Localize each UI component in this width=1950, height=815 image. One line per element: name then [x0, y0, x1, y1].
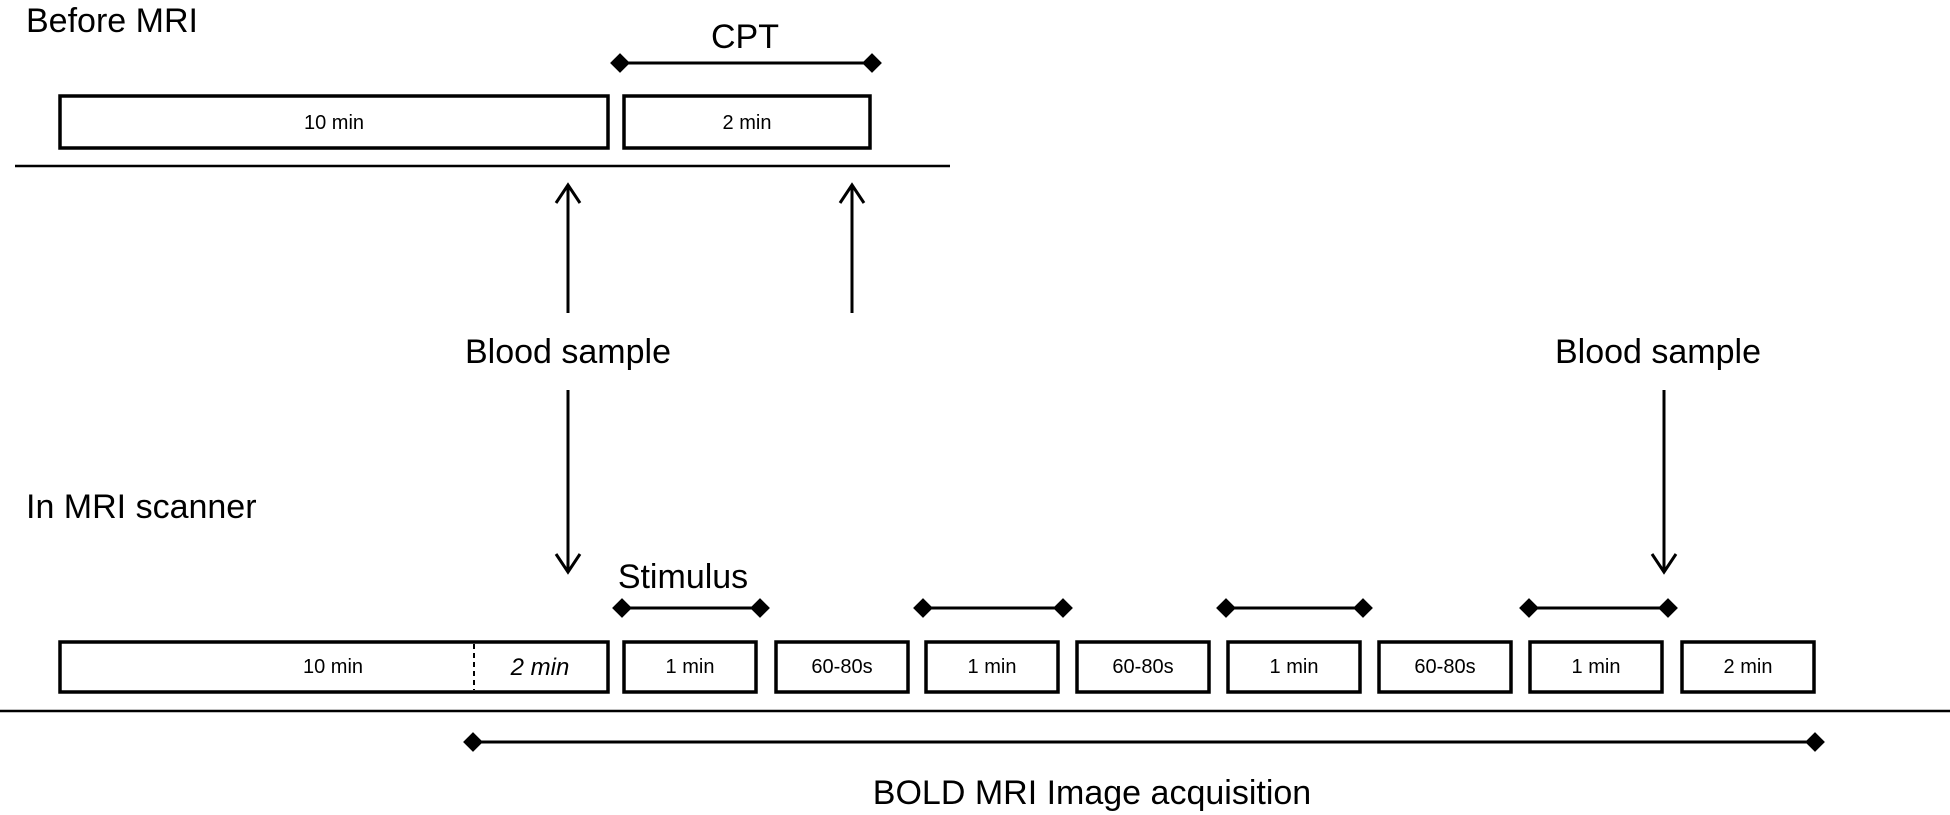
scanner-box-5: 1 min [1226, 640, 1362, 694]
scanner-box-3: 1 min [924, 640, 1060, 694]
scanner-box-baseline: 10 min 2 min [58, 640, 610, 694]
stimulus-bracket-4 [1519, 598, 1678, 618]
stimulus-bracket-1 [612, 598, 770, 618]
cpt-bracket-end-marker [862, 53, 882, 73]
stimulus-bracket-3 [1216, 598, 1373, 618]
scanner-box-baseline-left-label: 10 min [303, 656, 363, 678]
acquisition-label: BOLD MRI Image acquisition [873, 774, 1311, 812]
stimulus-label: Stimulus [618, 558, 748, 596]
scanner-box-3-label: 1 min [968, 656, 1017, 678]
scanner-box-baseline-right-label: 2 min [510, 654, 570, 681]
blood-sample-up-arrow-1 [554, 182, 582, 313]
scanner-box-5-label: 1 min [1270, 656, 1319, 678]
scanner-box-1: 1 min [622, 640, 758, 694]
in-mri-scanner-heading: In MRI scanner [26, 488, 257, 526]
scanner-box-1-label: 1 min [666, 656, 715, 678]
before-box-baseline: 10 min [58, 94, 610, 150]
acquisition-bracket [463, 732, 1825, 752]
scanner-box-6-label: 60-80s [1414, 656, 1475, 678]
scanner-box-8: 2 min [1680, 640, 1816, 694]
blood-sample-label-2: Blood sample [1555, 333, 1761, 371]
cpt-bracket-start-marker [610, 53, 630, 73]
scanner-box-6: 60-80s [1377, 640, 1513, 694]
scanner-box-2: 60-80s [774, 640, 910, 694]
before-box-cpt-label: 2 min [723, 112, 772, 134]
scanner-box-4: 60-80s [1075, 640, 1211, 694]
blood-sample-down-arrow-1 [554, 390, 582, 575]
cpt-label: CPT [711, 18, 779, 56]
blood-sample-label-1: Blood sample [465, 333, 671, 371]
blood-sample-down-arrow-2 [1650, 390, 1678, 575]
scanner-box-7: 1 min [1528, 640, 1664, 694]
stimulus-bracket-2 [913, 598, 1073, 618]
before-box-baseline-label: 10 min [304, 112, 364, 134]
before-box-cpt: 2 min [622, 94, 872, 150]
scanner-box-2-label: 60-80s [811, 656, 872, 678]
before-mri-heading: Before MRI [26, 2, 198, 40]
scanner-box-4-label: 60-80s [1112, 656, 1173, 678]
scanner-box-8-label: 2 min [1724, 656, 1773, 678]
scanner-box-7-label: 1 min [1572, 656, 1621, 678]
blood-sample-up-arrow-2 [838, 182, 866, 313]
